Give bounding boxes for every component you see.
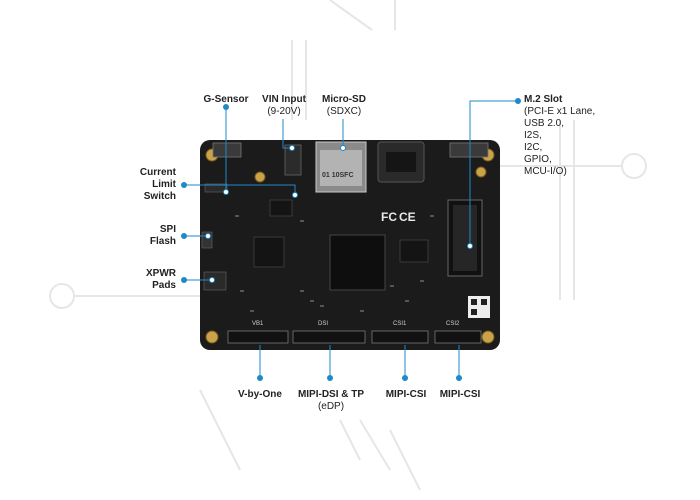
label-m2-line: GPIO, (524, 154, 552, 165)
label-micro-sd: Micro-SD (SDXC) (315, 94, 373, 118)
label-mipi-dsi: MIPI-DSI & TP (eDP) (290, 389, 372, 413)
label-spi-flash: SPI Flash (118, 224, 176, 248)
label-current-limit-line: Current (139, 167, 176, 178)
label-spi-line: SPI (159, 224, 176, 235)
label-current-limit-line: Switch (143, 191, 176, 202)
silk-csi1: CSI1 (393, 321, 407, 327)
label-microsd-title: Micro-SD (322, 94, 366, 105)
label-m2-line: I2C, (524, 142, 543, 153)
label-m2-line: MCU-I/O) (524, 166, 567, 177)
label-mipi-csi-1-title: MIPI-CSI (385, 389, 427, 400)
label-m2-line: (PCI-E x1 Lane, (524, 106, 596, 117)
label-g-sensor: G-Sensor (198, 94, 254, 106)
label-m2-title: M.2 Slot (524, 94, 563, 105)
label-current-limit-switch: Current Limit Switch (118, 167, 176, 203)
silk-dsi: DSI (318, 321, 329, 327)
label-xpwr-pads: XPWR Pads (118, 268, 176, 292)
label-microsd-sub: (SDXC) (326, 106, 362, 117)
sd-marking: 01 10SFC (322, 172, 354, 179)
label-m2-slot: M.2 Slot (PCI-E x1 Lane, USB 2.0, I2S, I… (524, 94, 624, 178)
label-xpwr-line: Pads (152, 280, 176, 291)
label-g-sensor-title: G-Sensor (203, 94, 249, 105)
silk-csi2: CSI2 (446, 321, 460, 327)
label-mipi-dsi-sub: (eDP) (317, 401, 345, 412)
label-vin-input: VIN Input (9-20V) (255, 94, 313, 118)
label-mipi-dsi-title: MIPI-DSI & TP (297, 389, 365, 400)
label-xpwr-line: XPWR (146, 268, 176, 279)
label-v-by-one: V-by-One (222, 389, 298, 401)
label-mipi-csi-1: MIPI-CSI (376, 389, 436, 401)
label-current-limit-line: Limit (152, 179, 176, 190)
label-vin-title: VIN Input (262, 94, 306, 105)
ce-mark: CE (399, 210, 416, 224)
label-spi-line: Flash (149, 236, 176, 247)
label-m2-line: I2S, (524, 130, 542, 141)
label-m2-line: USB 2.0, (524, 118, 565, 129)
fcc-mark: FC (381, 210, 397, 224)
label-mipi-csi-2-title: MIPI-CSI (439, 389, 481, 400)
label-mipi-csi-2: MIPI-CSI (430, 389, 490, 401)
label-vbyone-title: V-by-One (238, 389, 282, 400)
silk-vb1: VB1 (252, 321, 264, 327)
label-vin-sub: (9-20V) (267, 106, 301, 117)
